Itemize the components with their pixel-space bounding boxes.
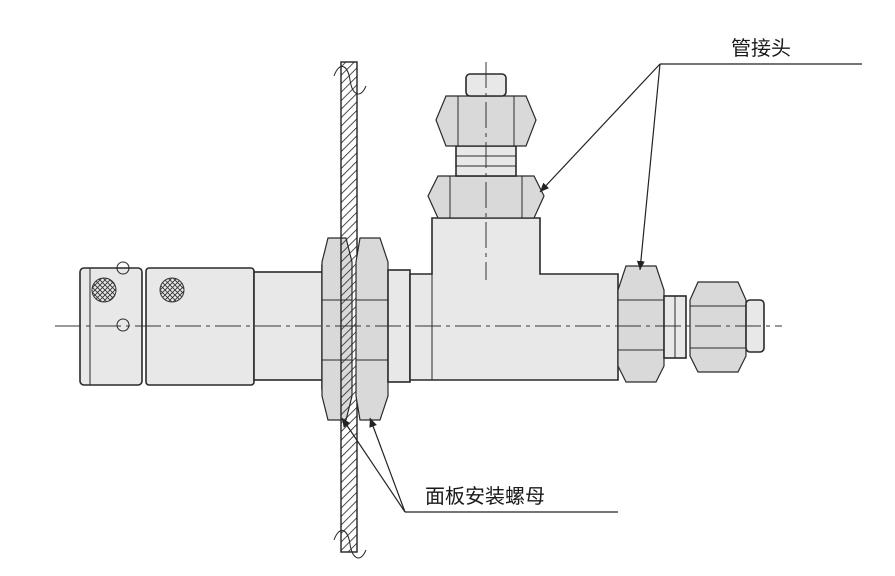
tee-body (409, 217, 619, 381)
knurl-grip-icon (91, 277, 117, 303)
knurled-end-cap (79, 261, 143, 386)
side-fitting-nut (617, 265, 765, 383)
panel-nut-right (355, 237, 411, 421)
panel-mount-nut-label: 面板安装螺母 (425, 484, 545, 508)
pipe-fitting-label: 管接头 (731, 36, 791, 60)
knurl-grip-icon-2 (159, 277, 185, 303)
pipe-fitting-leader (539, 63, 862, 271)
panel-nut-leader (341, 417, 618, 513)
